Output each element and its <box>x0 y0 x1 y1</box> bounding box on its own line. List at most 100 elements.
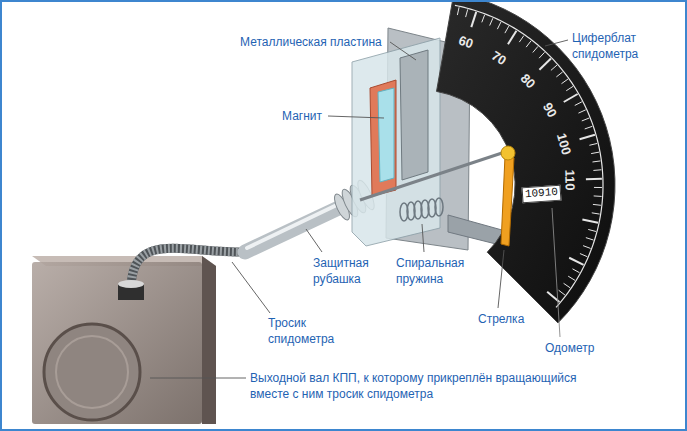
leader-line <box>498 250 504 308</box>
leader-line <box>328 116 384 118</box>
cable-nut-ring <box>118 280 144 288</box>
cable-ribs <box>131 248 250 290</box>
scale-tick <box>561 79 568 84</box>
scale-tick <box>586 178 602 181</box>
magnet <box>378 88 394 182</box>
scale-tick <box>593 169 601 171</box>
spring-coil <box>435 198 443 216</box>
label-anchor: 10910 <box>521 185 561 203</box>
scale-tick <box>580 135 595 139</box>
label-anchor: Магнит <box>282 108 342 124</box>
scale-tick <box>586 238 594 240</box>
part-label: Выходной вал КПП, к которому прикреплён … <box>250 370 580 402</box>
scale-tick <box>592 213 600 214</box>
leader-line <box>232 262 270 313</box>
spiral-spring <box>400 198 443 221</box>
scale-tick <box>533 46 538 52</box>
dial-number: 90 <box>540 100 560 120</box>
pointer-hub <box>501 146 515 160</box>
scale-tick <box>482 15 485 22</box>
scale-tick <box>591 152 599 153</box>
part-label: Стрелка <box>478 311 548 327</box>
pointer-needle <box>501 156 514 246</box>
scale-tick <box>556 72 562 77</box>
scale-tick <box>539 52 544 58</box>
part-label: Магнит <box>282 108 342 124</box>
scale-tick <box>585 126 593 129</box>
housing <box>352 38 440 246</box>
scale-tick <box>508 31 516 45</box>
scale-tick <box>569 258 583 265</box>
magnet-cup <box>370 80 396 196</box>
jacket-highlight <box>247 202 343 248</box>
label-anchor: Выходной вал КПП, к которому прикреплён … <box>250 370 580 402</box>
gearbox-side <box>202 256 216 424</box>
scale-tick <box>588 229 596 231</box>
scale-tick <box>593 204 601 206</box>
part-label: Металлическая пластина <box>240 34 400 50</box>
part-label: Циферблат спидометра <box>572 30 656 62</box>
protective-jacket <box>245 205 345 252</box>
label-anchor: Циферблат спидометра <box>572 30 656 62</box>
gearbox-body <box>32 262 202 424</box>
label-anchor: 110 <box>562 169 578 190</box>
scale-tick <box>578 110 585 113</box>
label-anchor: 80 <box>517 70 538 91</box>
scale-tick <box>572 269 579 273</box>
leader-line <box>552 208 560 337</box>
scale-tick <box>568 276 575 280</box>
scale-tick <box>582 220 598 223</box>
output-shaft-flange <box>44 324 140 420</box>
leader-line <box>306 229 322 252</box>
scale-tick <box>551 65 557 70</box>
dial-number: 100 <box>554 131 574 156</box>
scale-tick <box>519 36 524 43</box>
label-anchor: 100 <box>554 131 574 156</box>
scale-tick <box>582 118 589 121</box>
scale-tick <box>583 246 590 249</box>
scale-tick <box>566 86 573 90</box>
gearbox-inset <box>32 256 216 424</box>
odometer-reading: 10910 <box>521 185 561 203</box>
speedometer-cable <box>131 248 250 290</box>
label-anchor: Одометр <box>545 340 615 356</box>
scale-tick <box>564 283 571 288</box>
label-anchor: 60 <box>457 33 475 52</box>
label-anchor: Спиральная пружина <box>396 255 480 287</box>
scale-tick <box>466 9 468 17</box>
scale-tick <box>594 187 602 188</box>
scale-tick <box>490 18 493 25</box>
scale-tick <box>505 26 509 33</box>
leader-line <box>150 378 246 379</box>
metal-plate <box>400 50 428 180</box>
dial-number: 110 <box>562 169 578 190</box>
label-anchor: 70 <box>489 48 509 68</box>
label-anchor: Защитная рубашка <box>313 255 385 287</box>
flange-ring <box>56 336 128 408</box>
dial-number: 60 <box>457 33 475 52</box>
part-label: Защитная рубашка <box>313 255 385 287</box>
scale-tick <box>564 94 578 102</box>
leader-line <box>390 42 416 60</box>
part-label: Тросик спидометра <box>268 315 348 347</box>
leader-line <box>545 40 568 46</box>
leader-lines <box>150 40 568 378</box>
scale-tick <box>594 195 602 197</box>
scale-tick <box>592 161 600 162</box>
label-anchor: Стрелка <box>478 311 548 327</box>
part-label: Одометр <box>545 340 615 356</box>
shaft <box>360 152 505 200</box>
part-label: Спиральная пружина <box>396 255 480 287</box>
scale-tick <box>575 102 582 106</box>
label-anchor: Металлическая пластина <box>240 34 400 50</box>
scale-tick <box>589 143 597 145</box>
dial-number: 70 <box>489 48 509 68</box>
scale-tick <box>471 12 476 27</box>
label-anchor: 90 <box>540 100 560 120</box>
scale-tick <box>559 290 565 295</box>
scale-tick <box>526 41 531 47</box>
scale-tick <box>457 7 459 15</box>
